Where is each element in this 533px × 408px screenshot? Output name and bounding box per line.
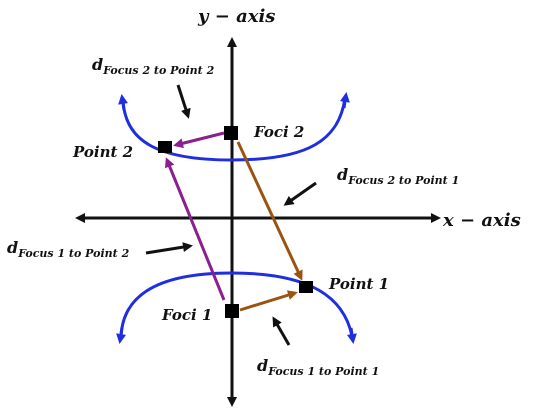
upper-hyperbola-branch	[121, 97, 347, 162]
point-2-label: Point 2	[72, 143, 133, 161]
lower-left-branch-arrow	[116, 327, 127, 344]
point-1-label: Point 1	[328, 275, 389, 293]
pointer-arrow-d-focus1-point2	[145, 242, 193, 255]
point-2-marker	[158, 141, 172, 153]
lower-right-branch-arrow	[346, 327, 357, 344]
foci-2-label: Foci 2	[253, 123, 304, 141]
foci-1-marker	[225, 304, 239, 318]
d-symbol: d	[92, 55, 103, 74]
pointer-arrow-d-focus1-point1	[272, 316, 291, 346]
upper-right-branch-arrow	[339, 92, 350, 109]
foci-1-label: Foci 1	[161, 306, 212, 324]
foci-2-marker	[224, 126, 238, 140]
lower-hyperbola-branch	[119, 271, 354, 337]
d-symbol: d	[257, 356, 268, 375]
segment-focus1-to-point2	[165, 157, 226, 301]
d-subscript: Focus 1 to Point 1	[267, 365, 379, 378]
d-subscript: Focus 1 to Point 2	[17, 247, 129, 260]
point-1-marker	[299, 281, 313, 293]
segment-focus1-to-point1	[239, 290, 298, 312]
d-symbol: d	[337, 165, 348, 184]
pointer-arrow-d-focus2-point2	[176, 84, 191, 119]
d-focus1-point1-label: dFocus 1 to Point 1	[257, 356, 379, 378]
d-subscript: Focus 2 to Point 2	[102, 64, 214, 77]
d-focus2-point1-label: dFocus 2 to Point 1	[337, 165, 459, 187]
upper-left-branch-arrow	[118, 94, 129, 111]
x-axis-label: x − axis	[442, 210, 521, 231]
pointer-arrow-d-focus2-point1	[283, 181, 317, 206]
d-symbol: d	[7, 238, 18, 257]
d-focus1-point2-label: dFocus 1 to Point 2	[7, 238, 130, 260]
d-subscript: Focus 2 to Point 1	[347, 174, 459, 187]
d-focus2-point2-label: dFocus 2 to Point 2	[92, 55, 215, 77]
segment-focus2-to-point2	[173, 131, 225, 149]
segment-focus2-to-point1	[236, 141, 303, 281]
y-axis-label: y − axis	[197, 6, 275, 27]
